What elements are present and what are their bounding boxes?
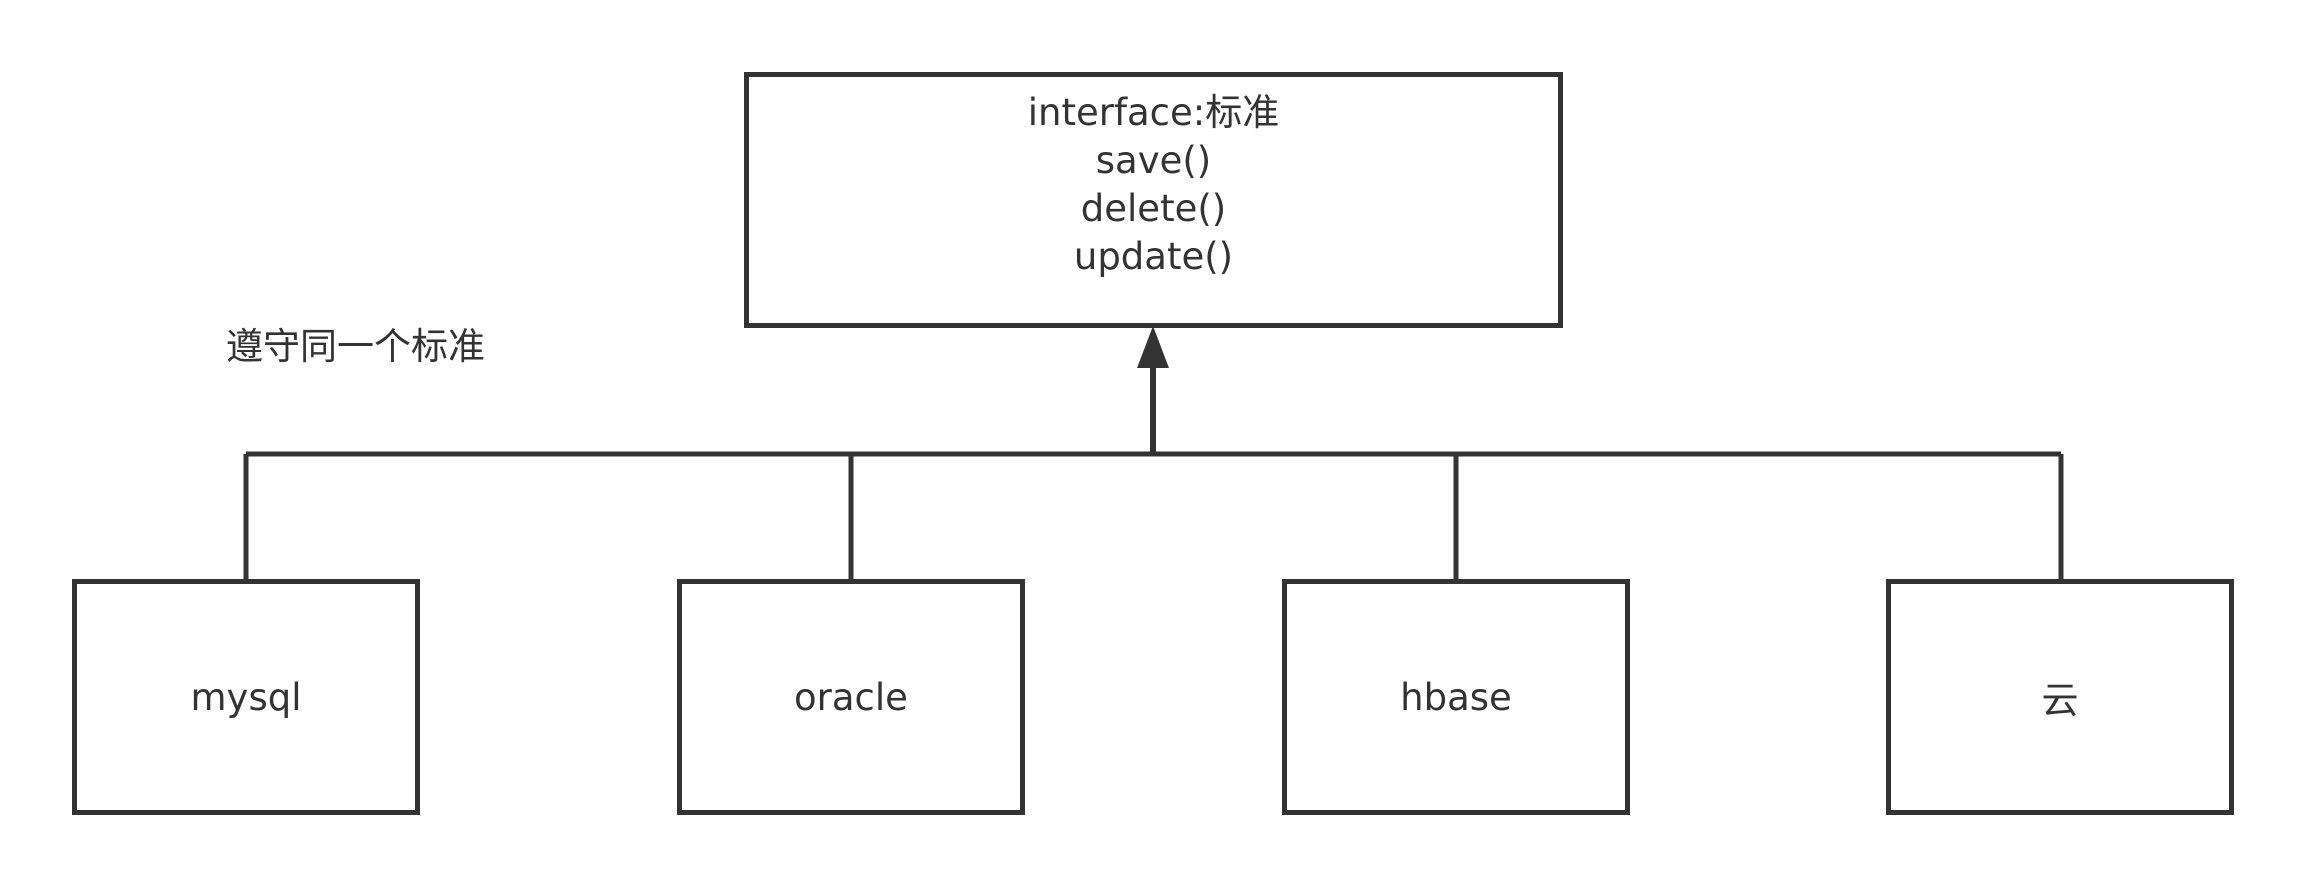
impl-box-oracle: oracle (677, 579, 1025, 815)
method-delete: delete() (1080, 187, 1227, 230)
arrowhead-icon (1137, 326, 1169, 368)
impl-box-cloud: 云 (1886, 579, 2234, 815)
impl-label-oracle: oracle (794, 675, 908, 719)
impl-box-mysql: mysql (72, 579, 420, 815)
method-save: save() (1095, 139, 1212, 182)
impl-box-hbase: hbase (1282, 579, 1630, 815)
impl-label-cloud: 云 (2041, 679, 2079, 722)
impl-label-hbase: hbase (1400, 675, 1512, 719)
impl-label-mysql: mysql (190, 675, 302, 719)
interface-title: interface:标准 (1027, 91, 1280, 134)
caption-label: 遵守同一个标准 (226, 325, 485, 368)
interface-box: interface:标准 save() delete() update() (744, 72, 1563, 328)
method-update: update() (1073, 235, 1234, 278)
